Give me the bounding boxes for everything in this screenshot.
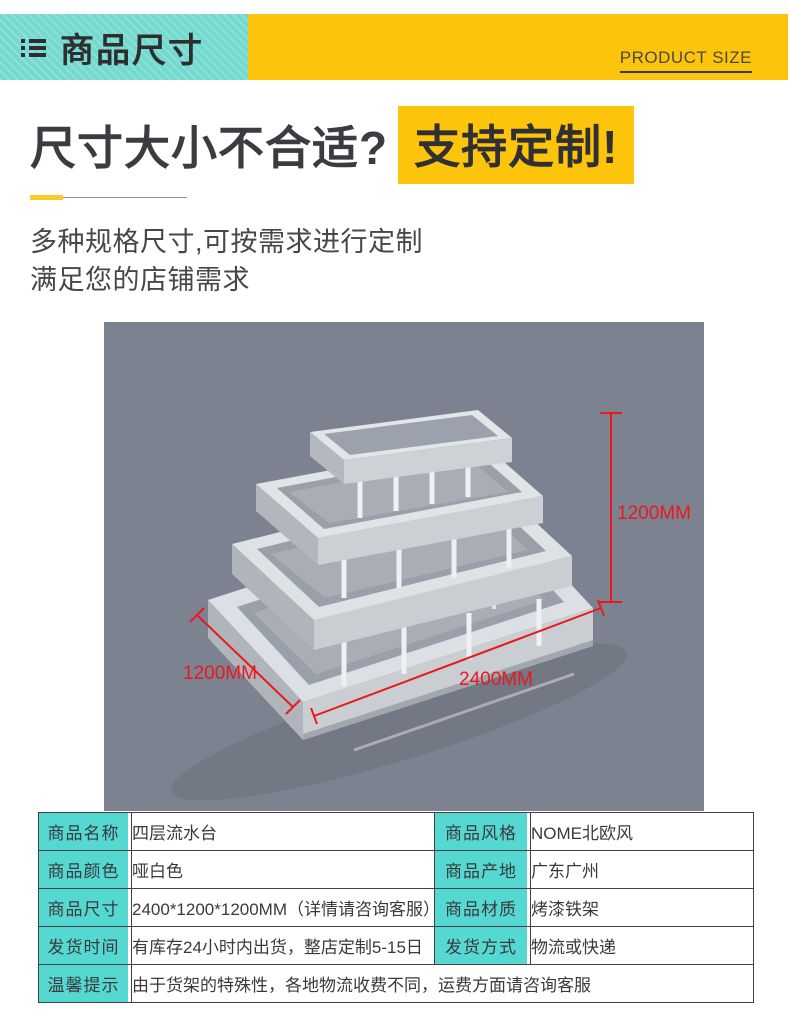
section-title: 商品尺寸 <box>60 31 204 70</box>
spec-label: 发货时间 <box>39 927 128 964</box>
divider-accent-bar <box>30 195 63 200</box>
spec-value: 烤漆铁架 <box>530 888 754 927</box>
section-subtitle: PRODUCT SIZE <box>619 48 752 73</box>
hero-heading: 尺寸大小不合适? 支持定制! <box>30 106 635 184</box>
dimension-height-line <box>600 412 622 603</box>
header-subtitle-block: PRODUCT SIZE <box>248 14 788 80</box>
spec-label: 商品尺寸 <box>39 889 128 926</box>
spec-value: NOME北欧风 <box>530 812 754 851</box>
table-row: 温馨提示 由于货架的特殊性，各地物流收费不同，运费方面请咨询客服 <box>38 964 754 1003</box>
spec-label: 商品风格 <box>435 813 527 850</box>
header-title-block: 商品尺寸 <box>0 14 248 80</box>
floor-shadow <box>171 643 627 801</box>
spec-value: 广东广州 <box>530 850 754 889</box>
spec-label: 商品颜色 <box>39 851 128 888</box>
hero-heading-highlight: 支持定制! <box>398 106 635 184</box>
product-render: 1200MM 1200MM 2400MM <box>171 410 691 801</box>
spec-value: 2400*1200*1200MM（详情请咨询客服） <box>131 888 435 927</box>
spec-label: 温馨提示 <box>39 965 128 1002</box>
table-row: 商品尺寸 2400*1200*1200MM（详情请咨询客服） 商品材质 烤漆铁架 <box>38 888 754 927</box>
divider-line <box>63 197 187 198</box>
spec-label: 商品产地 <box>435 851 527 888</box>
spec-table: 商品名称 四层流水台 商品风格 NOME北欧风 商品颜色 哑白色 商品产地 广东… <box>38 812 754 1003</box>
spec-value: 物流或快递 <box>530 926 754 965</box>
heading-divider <box>30 195 187 200</box>
spec-value: 由于货架的特殊性，各地物流收费不同，运费方面请咨询客服 <box>131 964 754 1003</box>
product-figure-panel: 1200MM 1200MM 2400MM <box>104 322 704 811</box>
dimension-height-label: 1200MM <box>617 503 691 524</box>
spec-value: 哑白色 <box>131 850 435 889</box>
spec-value: 有库存24小时内出货，整店定制5-15日 <box>131 926 435 965</box>
dimension-width-line <box>310 599 605 725</box>
table-row: 发货时间 有库存24小时内出货，整店定制5-15日 发货方式 物流或快递 <box>38 926 754 965</box>
shelf-tier-4 <box>310 410 512 484</box>
spec-label: 发货方式 <box>435 927 527 964</box>
hero-heading-text: 尺寸大小不合适? <box>30 122 389 174</box>
section-header-banner: 商品尺寸 PRODUCT SIZE <box>0 14 788 80</box>
table-row: 商品名称 四层流水台 商品风格 NOME北欧风 <box>38 812 754 851</box>
hero-description-line2: 满足您的店铺需求 <box>30 265 250 295</box>
spec-value: 四层流水台 <box>131 812 435 851</box>
dimension-depth-label: 1200MM <box>183 663 257 684</box>
dimension-width-label: 2400MM <box>459 669 533 690</box>
spec-label: 商品材质 <box>435 889 527 926</box>
spec-label: 商品名称 <box>39 813 128 850</box>
hero-description: 多种规格尺寸,可按需求进行定制 满足您的店铺需求 <box>30 223 423 299</box>
hero-description-line1: 多种规格尺寸,可按需求进行定制 <box>30 227 424 257</box>
list-icon <box>21 39 46 57</box>
dimension-depth-line <box>189 607 301 715</box>
table-row: 商品颜色 哑白色 商品产地 广东广州 <box>38 850 754 889</box>
